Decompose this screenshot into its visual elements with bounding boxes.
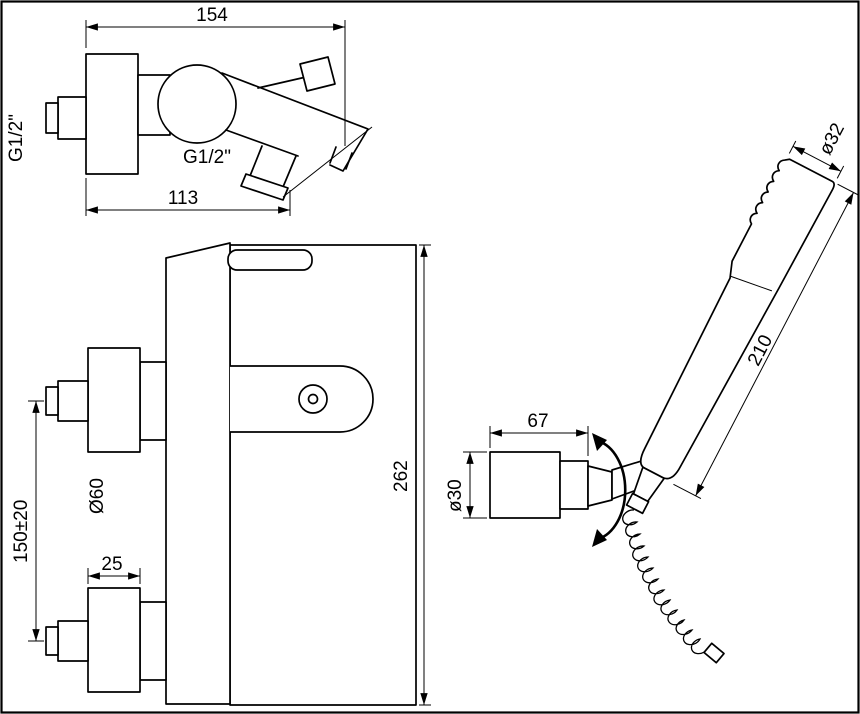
body-panel-front <box>229 244 417 706</box>
hand-shower-body <box>639 158 835 480</box>
dim-line-32 <box>792 145 842 172</box>
lever-handle-front <box>227 249 313 271</box>
aerator-line-1 <box>329 146 337 164</box>
inlet-connector-side <box>57 96 87 140</box>
side-view: 154 113 G1/2" G1/2" <box>6 5 373 216</box>
dim-side-spout-reach: 113 <box>168 188 198 209</box>
spout-top-edge <box>221 72 369 172</box>
shower-bracket-ring <box>559 460 589 510</box>
hose-end-group <box>703 642 725 664</box>
dim-front-height: 262 <box>391 460 412 492</box>
hand-shower-view: 67 ø30 ø32 210 <box>445 120 860 664</box>
outlet-aerator <box>240 173 289 201</box>
spout-leader-line <box>282 126 373 198</box>
diverter-knob-center <box>307 393 319 405</box>
inlet-cap-side <box>45 102 59 134</box>
dim-side-width: 154 <box>196 5 228 26</box>
aerator-line-2 <box>345 152 353 170</box>
lower-mount-connector <box>57 620 89 662</box>
rotation-arrow-arc <box>597 439 627 541</box>
front-view: Ø60 150±20 25 262 <box>11 242 431 706</box>
dim-front-inlet-centers: 150±20 <box>11 500 32 563</box>
handle-knob-side <box>299 56 336 92</box>
outlet-edge-2 <box>282 155 297 188</box>
lower-mount-block <box>139 601 167 681</box>
ext-line <box>673 483 702 500</box>
shower-bracket-body <box>489 451 561 519</box>
dim-bracket-diameter: ø30 <box>445 479 466 512</box>
thread-spout-label: G1/2" <box>183 147 231 168</box>
upper-mount-cap <box>45 386 59 416</box>
dim-bracket-width: 67 <box>527 411 548 432</box>
valve-body-circle <box>157 64 237 144</box>
upper-mount-connector <box>57 380 89 422</box>
dim-line-210 <box>695 192 854 497</box>
hand-shower-handle-group: ø32 210 <box>625 120 860 515</box>
upper-mount-block <box>139 361 167 441</box>
bracket-pivot-cone <box>587 465 613 507</box>
ext-line <box>788 140 797 154</box>
dim-front-plate-diameter: Ø60 <box>87 478 108 514</box>
thread-inlet-label: G1/2" <box>6 114 27 162</box>
body-column-front <box>165 242 231 705</box>
spout-bottom-edge <box>225 129 299 157</box>
rotation-arrow-head-top <box>592 433 607 451</box>
handle-stem-side <box>257 76 307 89</box>
ext-line <box>836 165 845 179</box>
wall-plate-side <box>85 53 139 175</box>
diverter-knob <box>298 384 328 414</box>
flexible-hose-coil <box>622 509 709 655</box>
hose-end-fitting <box>703 642 725 664</box>
rotation-arrow-head-bottom <box>592 529 607 547</box>
dim-head-diameter: ø32 <box>815 120 849 159</box>
hose-nut <box>625 492 650 515</box>
dim-front-plate-offset: 25 <box>101 554 122 575</box>
lower-mount-plate <box>87 587 141 693</box>
upper-mount-plate <box>87 347 141 453</box>
lower-mount-cap <box>45 626 59 656</box>
ext-line <box>837 183 860 196</box>
outlet-edge-1 <box>249 145 263 177</box>
